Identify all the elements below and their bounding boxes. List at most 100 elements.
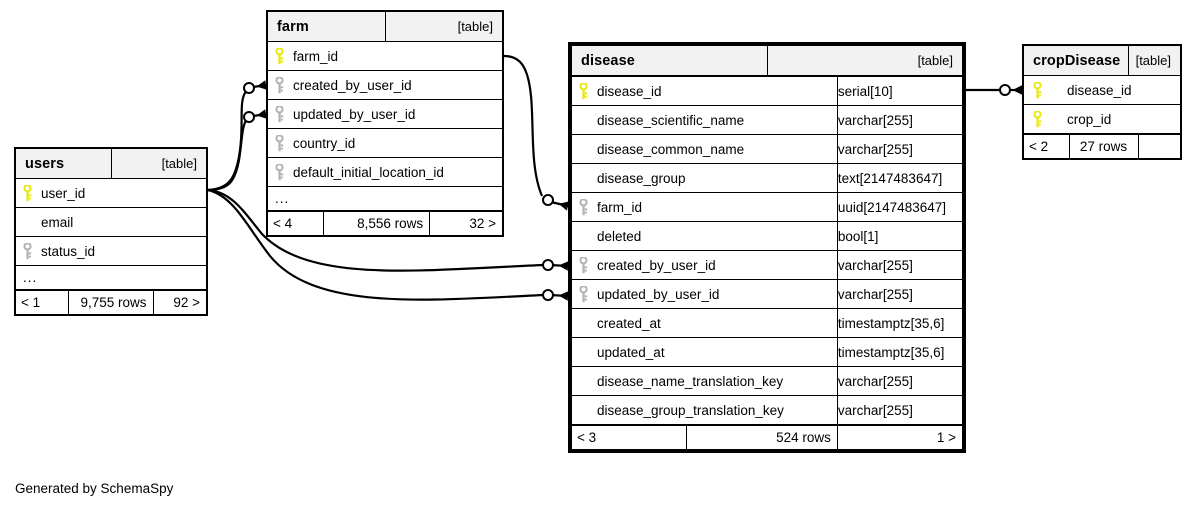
column-name: disease_group [597, 170, 686, 186]
column-type: timestamptz[35,6] [836, 308, 964, 338]
footer-next-count[interactable] [1137, 134, 1182, 159]
column-name: updated_by_user_id [597, 286, 720, 302]
table-row[interactable]: disease_group_translation_key varchar[25… [571, 395, 964, 425]
table-row[interactable]: country_id [267, 128, 503, 158]
table-users[interactable]: users [table] user_id emai [14, 147, 208, 316]
column-cell: disease_id [571, 76, 838, 106]
footer-next-count[interactable]: 32 > [429, 211, 503, 236]
table-header-users: users [table] [15, 148, 207, 179]
foreign-key-icon [20, 242, 35, 260]
no-key-icon [576, 169, 591, 187]
table-row[interactable]: disease_scientific_name varchar[255] [571, 105, 964, 135]
foreign-key-icon [272, 76, 287, 94]
edge-users-to-farm-created-by [207, 80, 267, 192]
column-type: varchar[255] [836, 105, 964, 135]
column-cell: status_id [15, 236, 207, 266]
table-row[interactable]: farm_id uuid[2147483647] [571, 192, 964, 222]
column-cell: farm_id [571, 192, 838, 222]
table-row[interactable]: created_by_user_id varchar[255] [571, 250, 964, 280]
column-cell: disease_id [1023, 75, 1181, 105]
foreign-key-icon [576, 198, 591, 216]
footer-prev-count[interactable]: < 2 [1023, 134, 1070, 159]
no-key-icon [576, 140, 591, 158]
primary-key-icon [576, 82, 591, 100]
column-type: bool[1] [836, 221, 964, 251]
footer-row-count: 9,755 rows [68, 290, 154, 315]
table-title: users [15, 148, 112, 179]
no-key-icon [576, 111, 591, 129]
table-row[interactable]: disease_name_translation_key varchar[255… [571, 366, 964, 396]
primary-key-icon [272, 47, 287, 65]
column-name: created_at [597, 315, 661, 331]
primary-key-icon [1030, 81, 1045, 99]
table-row[interactable]: email [15, 207, 207, 237]
footer-row-count: 524 rows [686, 425, 838, 450]
table-disease[interactable]: disease [table] disease_id serial[10] [568, 42, 966, 453]
foreign-key-icon [576, 256, 591, 274]
footer-prev-count[interactable]: < 3 [570, 425, 688, 450]
table-row[interactable]: disease_id serial[10] [571, 76, 964, 106]
table-row[interactable]: crop_id [1023, 104, 1181, 134]
table-farm[interactable]: farm [table] farm_id [266, 10, 504, 237]
column-cell: updated_at [571, 337, 838, 367]
column-type: varchar[255] [836, 395, 964, 425]
footer-next-count[interactable]: 1 > [836, 425, 964, 450]
table-row[interactable]: created_at timestamptz[35,6] [571, 308, 964, 338]
column-cell: disease_scientific_name [571, 105, 838, 135]
edge-disease-to-cropdisease [966, 84, 1022, 96]
column-cell: created_by_user_id [267, 70, 503, 100]
table-title: cropDisease [1023, 45, 1129, 76]
column-type: varchar[255] [836, 279, 964, 309]
column-name: disease_scientific_name [597, 112, 745, 128]
table-footer-farm: < 4 8,556 rows 32 > [266, 211, 503, 236]
column-type: varchar[255] [836, 366, 964, 396]
column-type: serial[10] [836, 76, 964, 106]
column-name: default_initial_location_id [293, 164, 444, 180]
column-cell: deleted [571, 221, 838, 251]
column-cell: disease_group [571, 163, 838, 193]
column-name: user_id [41, 185, 86, 201]
table-row[interactable]: disease_group text[2147483647] [571, 163, 964, 193]
primary-key-icon [20, 184, 35, 202]
table-type-tag: [table] [110, 148, 207, 179]
foreign-key-icon [272, 163, 287, 181]
column-name: disease_common_name [597, 141, 745, 157]
footer-next-count[interactable]: 92 > [152, 290, 207, 315]
no-key-icon [576, 343, 591, 361]
column-name: disease_name_translation_key [597, 373, 784, 389]
footer-prev-count[interactable]: < 1 [14, 290, 70, 315]
table-title: disease [571, 45, 768, 76]
table-row[interactable]: updated_by_user_id [267, 99, 503, 129]
table-row[interactable]: farm_id [267, 41, 503, 71]
table-row[interactable]: created_by_user_id [267, 70, 503, 100]
table-header-farm: farm [table] [267, 11, 503, 42]
table-row[interactable]: updated_at timestamptz[35,6] [571, 337, 964, 367]
diagram-caption: Generated by SchemaSpy [15, 481, 174, 496]
table-row[interactable]: user_id [15, 178, 207, 208]
table-row[interactable]: deleted bool[1] [571, 221, 964, 251]
table-row[interactable]: status_id [15, 236, 207, 266]
column-cell: updated_by_user_id [571, 279, 838, 309]
table-row[interactable]: disease_common_name varchar[255] [571, 134, 964, 164]
column-name: created_by_user_id [597, 257, 716, 273]
table-row[interactable]: updated_by_user_id varchar[255] [571, 279, 964, 309]
column-name: disease_group_translation_key [597, 402, 784, 418]
column-type: timestamptz[35,6] [836, 337, 964, 367]
column-name: disease_id [1067, 82, 1132, 98]
column-name: crop_id [1067, 111, 1112, 127]
no-key-icon [576, 227, 591, 245]
column-cell: user_id [15, 178, 207, 208]
more-columns-ellipsis: ... [15, 265, 207, 290]
table-header-cropdisease: cropDisease [table] [1023, 45, 1181, 76]
table-type-tag: [table] [1128, 45, 1181, 76]
column-cell: updated_by_user_id [267, 99, 503, 129]
table-type-tag: [table] [766, 45, 963, 76]
column-name: created_by_user_id [293, 77, 412, 93]
edge-farm-to-disease-farm-id [503, 54, 570, 211]
table-cropdisease[interactable]: cropDisease [table] disease_id [1022, 44, 1182, 160]
no-key-icon [576, 401, 591, 419]
table-row[interactable]: disease_id [1023, 75, 1181, 105]
table-footer-disease: < 3 524 rows 1 > [570, 425, 964, 450]
footer-prev-count[interactable]: < 4 [266, 211, 325, 236]
table-row[interactable]: default_initial_location_id [267, 157, 503, 187]
